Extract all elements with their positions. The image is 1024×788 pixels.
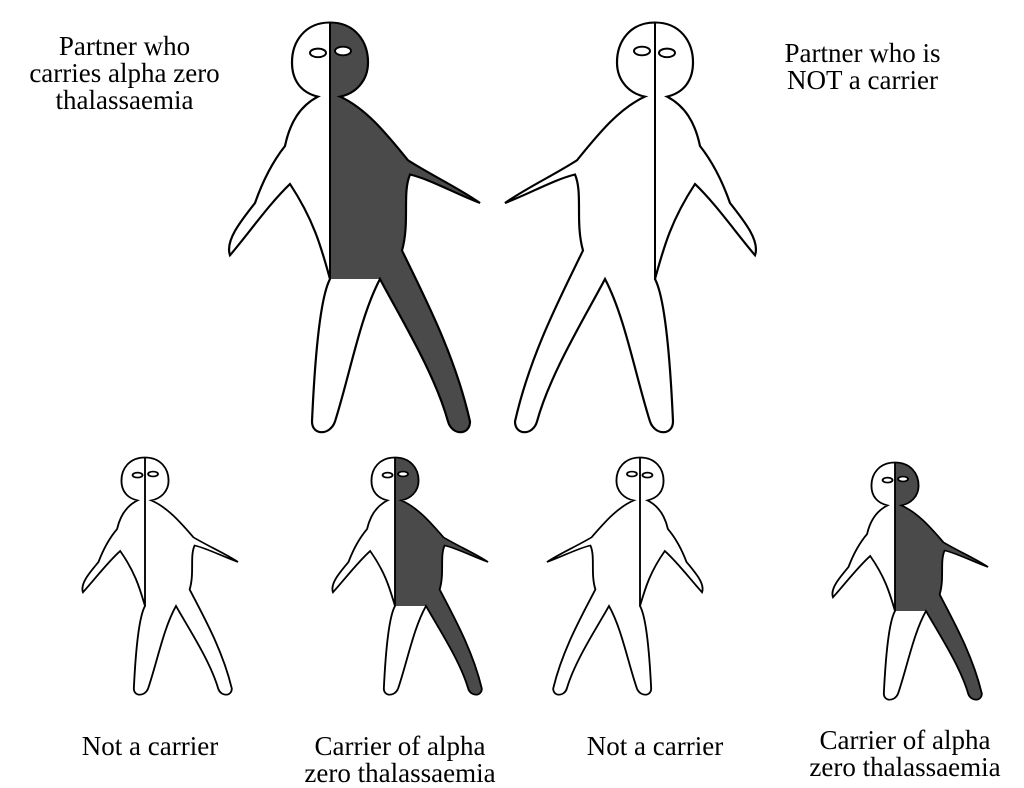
child-1-figure: [82, 458, 238, 695]
child-4-figure: [832, 463, 988, 700]
child-3-label: Not a carrier: [540, 733, 770, 760]
child-1-label: Not a carrier: [40, 733, 260, 760]
right-eye: [335, 47, 351, 56]
left-eye: [659, 49, 675, 58]
parent-carrier-figure: [229, 22, 480, 432]
left-eye: [310, 49, 326, 58]
child-3-figure: [547, 458, 703, 695]
parent-carrier-label: Partner who carries alpha zero thalassae…: [2, 33, 247, 114]
child-2-label: Carrier of alpha zero thalassaemia: [270, 733, 530, 787]
parent-non-carrier-figure: [505, 22, 756, 432]
child-4-label: Carrier of alpha zero thalassaemia: [780, 727, 1024, 781]
parent-non-carrier-label: Partner who is NOT a carrier: [740, 40, 985, 94]
child-2-figure: [332, 458, 488, 695]
right-eye: [634, 47, 650, 56]
